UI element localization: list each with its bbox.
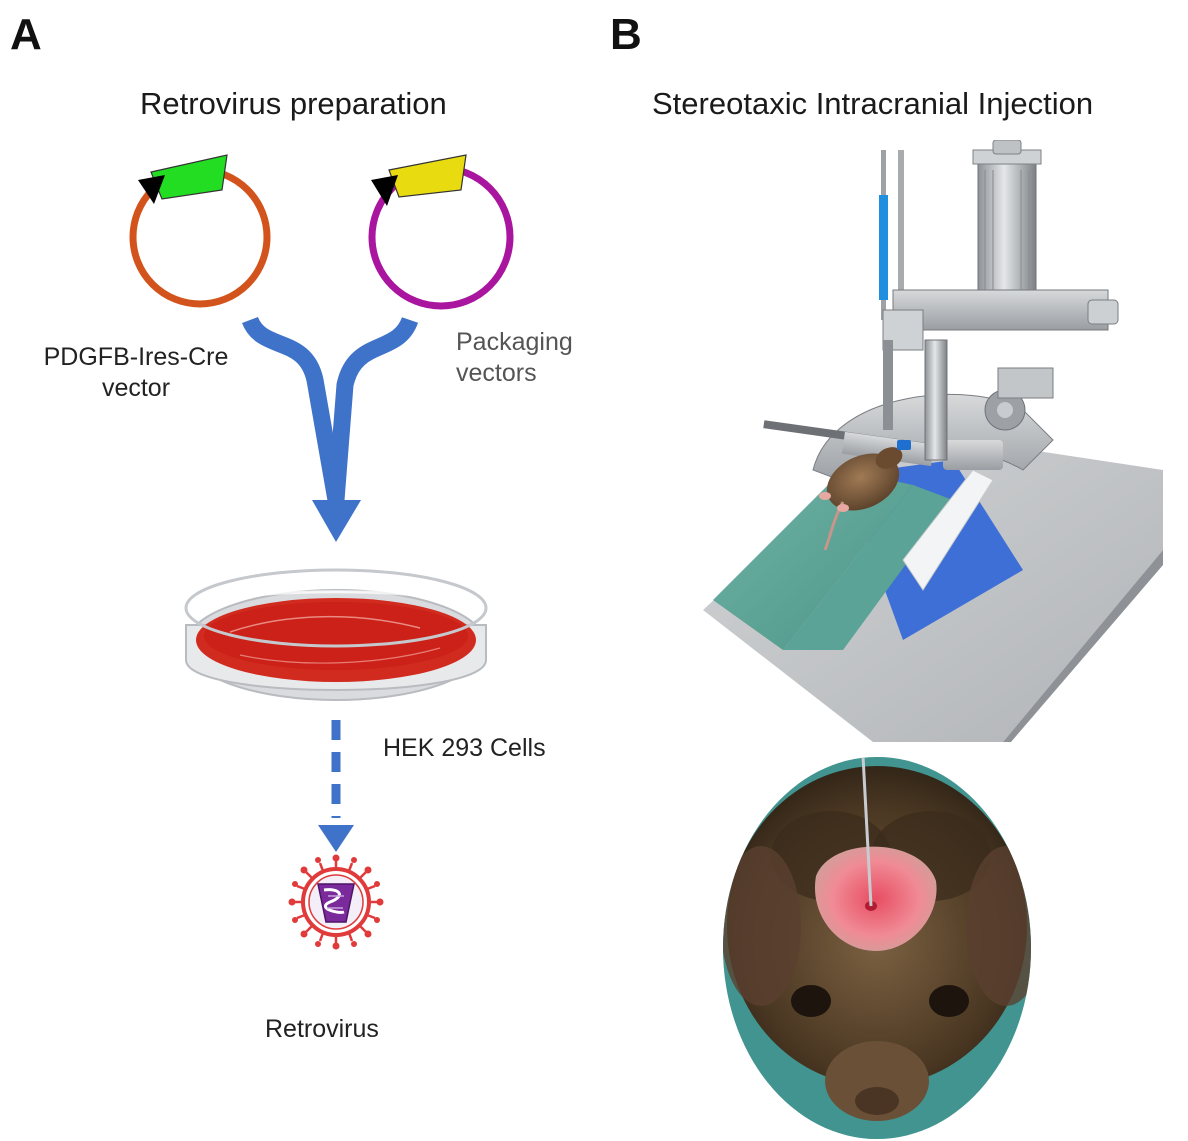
manipulator-column [977, 159, 1037, 311]
virus-capsid [317, 883, 355, 923]
dish-rim [184, 568, 488, 648]
panel-a-title: Retrovirus preparation [140, 86, 447, 121]
right-vector-label-line1: Packaging [456, 328, 573, 356]
left-vector-label: PDGFB-Ires-Cre vector [16, 342, 256, 404]
incision-site [814, 846, 937, 951]
virus-label: Retrovirus [265, 1015, 379, 1043]
right-vector-label: Packaging vectors [456, 327, 573, 389]
right-insert [388, 154, 467, 198]
merge-arrow-right-branch [327, 316, 419, 501]
syringe [879, 195, 888, 300]
stereotaxic-photo [703, 140, 1163, 742]
panel-b-letter: B [610, 10, 642, 59]
dish-label: HEK 293 Cells [383, 734, 546, 762]
injection-needle [861, 757, 873, 907]
merge-arrowhead-icon [312, 500, 361, 542]
dashed-arrow [318, 720, 354, 852]
surgical-towel [713, 470, 913, 650]
right-plasmid [368, 154, 514, 310]
left-plasmid [129, 154, 271, 308]
left-promoter-arrow-icon [138, 175, 165, 204]
dashed-arrowhead-icon [318, 825, 354, 852]
merge-arrow [242, 316, 419, 542]
panel-a-letter: A [10, 10, 42, 59]
left-vector-label-line1: PDGFB-Ires-Cre [43, 343, 229, 371]
surgery-closeup-photo [723, 757, 1031, 1139]
panel-a-graphic [129, 154, 514, 950]
petri-dish [184, 568, 488, 701]
right-promoter-arrow-icon [371, 175, 398, 206]
right-vector-label-line2: vectors [456, 359, 537, 387]
left-vector-label-line2: vector [101, 374, 171, 402]
retrovirus-icon [288, 854, 384, 950]
horizontal-arm [892, 289, 1109, 331]
merge-arrow-left-branch [242, 316, 345, 502]
panel-b-title: Stereotaxic Intracranial Injection [652, 86, 1094, 121]
